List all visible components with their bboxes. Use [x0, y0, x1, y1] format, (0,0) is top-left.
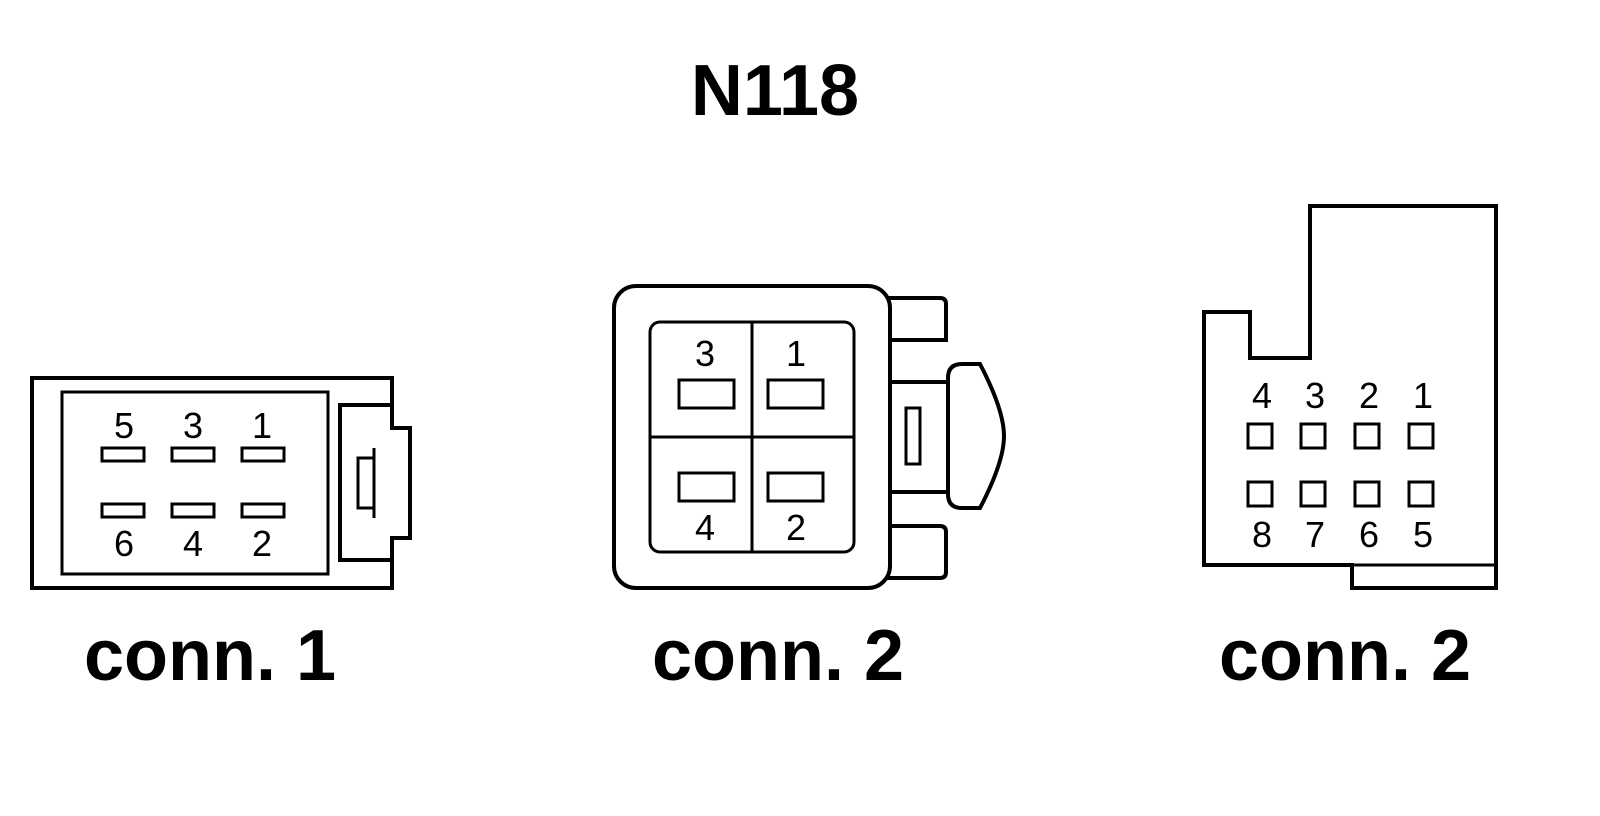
pin-number: 1: [1413, 375, 1433, 416]
connector-1-pin-1: [240, 446, 286, 463]
connector-3-pin-4: [1246, 422, 1274, 450]
connector-2-pin-1: [766, 378, 825, 410]
pin-number: 3: [1305, 375, 1325, 416]
connector-1-pin-field: [60, 390, 330, 576]
pin-number: 3: [695, 333, 715, 374]
pin-number: 5: [114, 405, 134, 446]
connector-2-label: conn. 2: [652, 616, 904, 696]
connector-2-latch: [946, 362, 1007, 510]
connector-2-lower-tab: [878, 524, 948, 580]
connector-1-pin-5: [100, 446, 146, 463]
pin-number: 4: [1252, 375, 1272, 416]
pin-number: 4: [183, 523, 203, 564]
pin-number: 6: [1359, 514, 1379, 555]
connector-1-label: conn. 1: [84, 616, 336, 696]
pin-number: 1: [252, 405, 272, 446]
connector-2-pin-3: [677, 378, 736, 410]
connector-3-pin-8: [1246, 480, 1274, 508]
pin-number: 8: [1252, 514, 1272, 555]
connector-3-housing: [1202, 204, 1498, 590]
connector-1-pin-6: [100, 502, 146, 519]
diagram-title: N118: [691, 51, 859, 131]
connector-2-four-pin: 3 1 4 2 conn. 2: [612, 284, 1007, 696]
connector-3-pin-1: [1407, 422, 1435, 450]
connector-3-pin-2: [1353, 422, 1381, 450]
connector-2-latch-base: [878, 380, 956, 494]
connector-2-pin-2: [766, 471, 825, 503]
pin-number: 1: [786, 333, 806, 374]
connector-2-pin-4: [677, 471, 736, 503]
connector-3-label: conn. 2: [1219, 616, 1471, 696]
pin-number: 2: [786, 507, 806, 548]
connector-2-upper-tab: [878, 296, 948, 342]
connector-1-pin-2: [240, 502, 286, 519]
connector-1-pin-4: [170, 502, 216, 519]
connector-3-pin-3: [1299, 422, 1327, 450]
connector-3-pin-7: [1299, 480, 1327, 508]
pin-number: 6: [114, 523, 134, 564]
connector-3-pin-6: [1353, 480, 1381, 508]
pin-number: 2: [1359, 375, 1379, 416]
pin-number: 4: [695, 507, 715, 548]
connector-1-latch-tab: [356, 456, 376, 510]
connector-2-latch-slot: [904, 406, 922, 466]
connector-1-pin-3: [170, 446, 216, 463]
pin-number: 2: [252, 523, 272, 564]
pin-number: 3: [183, 405, 203, 446]
pin-number: 7: [1305, 514, 1325, 555]
pin-number: 5: [1413, 514, 1433, 555]
connector-2-eight-pin: 4 3 2 1 8 7 6 5 conn. 2: [1202, 204, 1498, 696]
connector-1: 5 3 1 6 4 2 conn. 1: [30, 376, 412, 696]
connector-3-pin-5: [1407, 480, 1435, 508]
